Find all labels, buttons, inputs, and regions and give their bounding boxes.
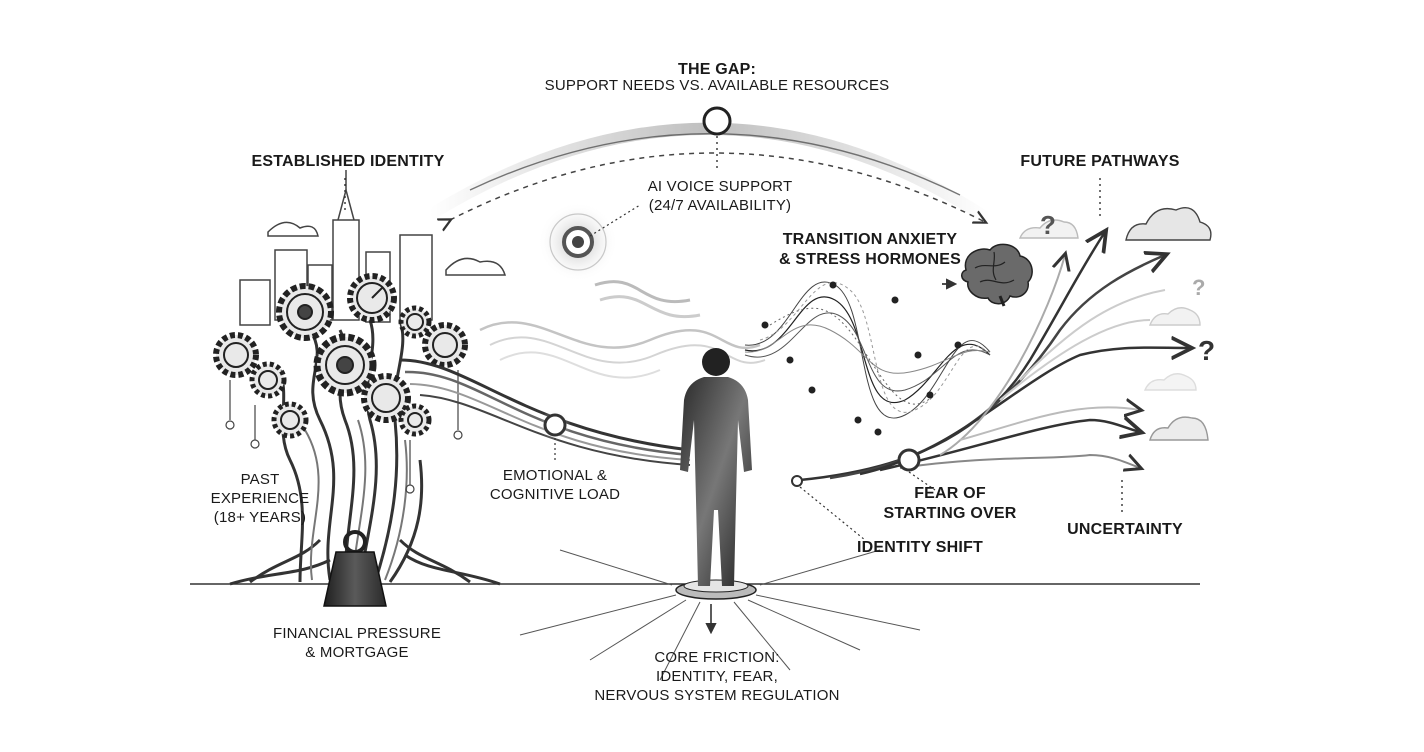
- future-pathways-label: FUTURE PATHWAYS: [1020, 153, 1180, 170]
- past-experience-line1: PAST: [240, 471, 280, 488]
- fear-line2: STARTING OVER: [883, 505, 1017, 523]
- past-experience-line2: EXPERIENCE: [210, 490, 310, 508]
- financial-pressure-label: FINANCIAL PRESSURE & MORTGAGE: [262, 624, 452, 662]
- fear-starting-over-label: FEAR OF STARTING OVER: [880, 484, 1020, 525]
- core-friction-line2: IDENTITY, FEAR,: [656, 668, 778, 686]
- past-experience-line3: (18+ YEARS): [213, 509, 307, 527]
- established-identity-label: ESTABLISHED IDENTITY: [251, 153, 445, 170]
- brain-icon: [961, 243, 1033, 307]
- question-mark-3: ?: [1198, 335, 1215, 366]
- identity-shift-label: IDENTITY SHIFT: [856, 539, 984, 556]
- fear-line1: FEAR OF: [914, 485, 986, 502]
- transition-anxiety-label: TRANSITION ANXIETY & STRESS HORMONES: [770, 230, 970, 271]
- person-silhouette: [519, 348, 921, 681]
- ai-voice-line2: (24/7 AVAILABILITY): [648, 197, 792, 215]
- financial-line2: & MORTGAGE: [305, 644, 409, 662]
- transition-line2: & STRESS HORMONES: [778, 251, 962, 269]
- core-friction-label: CORE FRICTION: IDENTITY, FEAR, NERVOUS S…: [577, 648, 857, 706]
- financial-line1: FINANCIAL PRESSURE: [272, 625, 442, 642]
- gap-title: THE GAP:: [617, 60, 817, 80]
- gap-subtitle: SUPPORT NEEDS VS. AVAILABLE RESOURCES: [517, 76, 917, 95]
- financial-weight-icon: [323, 530, 387, 607]
- emotional-load-cable: [399, 358, 691, 466]
- ai-voice-line1: AI VOICE SUPPORT: [647, 178, 793, 195]
- core-friction-line1: CORE FRICTION:: [654, 649, 780, 666]
- emotional-load-label: EMOTIONAL & COGNITIVE LOAD: [470, 466, 640, 504]
- emotional-load-line2: COGNITIVE LOAD: [489, 486, 621, 504]
- identity-tree: [213, 170, 507, 586]
- gap-arc: [426, 106, 994, 222]
- gap-title-line2: SUPPORT NEEDS VS. AVAILABLE RESOURCES: [544, 77, 890, 94]
- core-friction-line3: NERVOUS SYSTEM REGULATION: [594, 687, 840, 705]
- past-experience-label: PAST EXPERIENCE (18+ YEARS): [190, 470, 330, 528]
- transition-line1: TRANSITION ANXIETY: [782, 231, 958, 248]
- ai-voice-support-label: AI VOICE SUPPORT (24/7 AVAILABILITY): [620, 177, 820, 215]
- emotional-flow-waves: [479, 321, 766, 379]
- future-pathways-branches: [791, 178, 1190, 541]
- clouds: [1018, 207, 1212, 441]
- question-mark-1: ?: [1040, 210, 1056, 240]
- ai-voice-node: [538, 202, 701, 319]
- question-mark-2: ?: [1192, 275, 1205, 300]
- question-marks: ? ? ?: [1040, 210, 1215, 366]
- gap-title-line1: THE GAP:: [677, 61, 757, 78]
- stress-waveform: [744, 278, 991, 436]
- uncertainty-label: UNCERTAINTY: [1067, 521, 1183, 538]
- emotional-load-line1: EMOTIONAL &: [502, 467, 608, 484]
